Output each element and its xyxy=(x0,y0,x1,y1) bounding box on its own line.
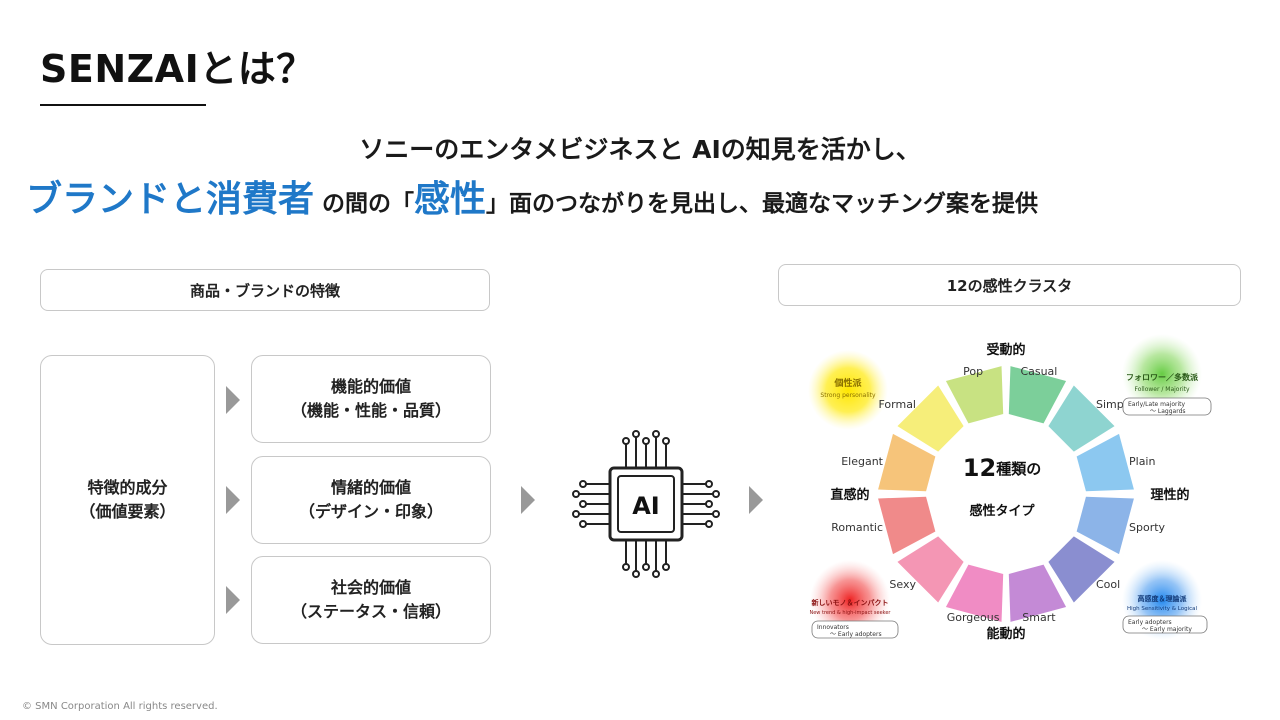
cluster-segment-sexy xyxy=(897,536,964,603)
center-subtitle: 感性タイプ xyxy=(969,503,1035,519)
axis-right-label: 理性的 xyxy=(1150,487,1189,503)
tagline-line2: ブランドと消費者 の間の「感性」面のつながりを見出し、最適なマッチング案を提供 xyxy=(26,170,1038,222)
quadrant-top-right-tag-line1: Early/Late majority xyxy=(1128,401,1185,408)
feature-components-box: 特徴的成分 （価値要素） xyxy=(40,355,215,645)
cluster-segment-formal xyxy=(897,385,964,452)
quadrant-bottom-left-tag-line1: Innovators xyxy=(817,624,849,631)
arrow-right-icon xyxy=(521,486,535,514)
cluster-segment-simple xyxy=(1048,385,1115,452)
feature-components-sub: （価値要素） xyxy=(79,502,176,521)
quadrant-top-right-tag-line2: 〜 Laggards xyxy=(1150,408,1186,415)
emotional-value-box: 情緒的価値 （デザイン・印象） xyxy=(251,456,491,544)
center-count-text: 種類の xyxy=(996,460,1041,478)
cluster-label-gorgeous: Gorgeous xyxy=(947,611,1000,624)
cluster-segment-gorgeous xyxy=(945,564,1004,622)
tagline-mid: の間の「 xyxy=(314,191,415,217)
axis-bottom-label: 能動的 xyxy=(986,626,1025,642)
social-value-sub: （ステータス・信頼） xyxy=(290,602,451,621)
cluster-label-cool: Cool xyxy=(1096,578,1120,591)
quadrant-glow-bottom-left xyxy=(810,560,890,640)
quadrant-top-right-title: フォロワー／多数派 xyxy=(1126,372,1199,382)
quadrant-bottom-right-tag xyxy=(1122,615,1208,634)
functional-value-sub: （機能・性能・品質） xyxy=(290,401,451,420)
cluster-segment-cool xyxy=(1048,536,1115,603)
cluster-segment-sporty xyxy=(1076,496,1134,555)
quadrant-bottom-left-tag xyxy=(811,620,899,639)
quadrant-bottom-right-subtitle: High Sensitivity & Logical xyxy=(1127,606,1198,612)
tagline-line1: ソニーのエンタメビジネスと AIの知見を活かし、 xyxy=(359,135,921,164)
cluster-label-pop: Pop xyxy=(963,365,983,378)
cluster-segment-romantic xyxy=(878,496,936,555)
quadrant-glow-top-left xyxy=(808,350,888,430)
axis-left-label: 直感的 xyxy=(830,487,869,503)
quadrant-top-right-subtitle: Follower / Majority xyxy=(1134,386,1189,393)
feature-components-title: 特徴的成分 xyxy=(87,478,168,497)
tagline-end: 」面のつながりを見出し、最適なマッチング案を提供 xyxy=(486,191,1039,217)
cluster-label-smart: Smart xyxy=(1022,611,1056,624)
cluster-label-romantic: Romantic xyxy=(831,521,883,534)
cluster-label-plain: Plain xyxy=(1129,455,1155,468)
slide-title: SENZAIとは？ xyxy=(40,47,315,91)
functional-value-title: 機能的価値 xyxy=(330,377,411,396)
cluster-label-sporty: Sporty xyxy=(1129,521,1166,534)
quadrant-top-left-title: 個性派 xyxy=(833,377,862,389)
copyright-footer: © SMN Corporation All rights reserved. xyxy=(22,701,218,712)
ai-chip-icon: AI xyxy=(572,430,720,578)
cluster-label-sexy: Sexy xyxy=(889,578,916,591)
tagline-kansei: 感性 xyxy=(414,179,487,220)
cluster-segment-plain xyxy=(1076,433,1134,492)
social-value-title: 社会的価値 xyxy=(330,578,411,597)
quadrant-bottom-right-tag-line1: Early adopters xyxy=(1128,619,1172,626)
cluster-label-casual: Casual xyxy=(1020,365,1057,378)
cluster-segment-pop xyxy=(945,366,1004,424)
quadrant-glow-top-right xyxy=(1122,334,1202,414)
center-count: 12種類の xyxy=(963,454,1041,482)
quadrant-bottom-right-title: 高感度＆理論派 xyxy=(1138,594,1188,603)
center-count-number: 12 xyxy=(963,454,996,482)
ai-chip-label: AI xyxy=(632,492,660,520)
quadrant-bottom-left-title: 新しいモノ＆インパクト xyxy=(812,598,889,607)
cluster-segment-smart xyxy=(1008,564,1067,622)
social-value-box: 社会的価値 （ステータス・信頼） xyxy=(251,556,491,644)
arrow-right-icon xyxy=(749,486,763,514)
kansei-cluster-wheel: 12種類の 感性タイプ 受動的 能動的 直感的 理性的 CasualSimple… xyxy=(808,334,1212,642)
title-underline xyxy=(40,104,206,106)
cluster-segments xyxy=(878,366,1134,622)
cluster-label-formal: Formal xyxy=(878,398,916,411)
axis-top-label: 受動的 xyxy=(986,342,1025,358)
arrow-right-icon xyxy=(226,386,240,414)
emotional-value-sub: （デザイン・印象） xyxy=(298,502,443,521)
quadrant-bottom-left-tag-line2: 〜 Early adopters xyxy=(830,631,882,638)
quadrant-top-left-subtitle: Strong personality xyxy=(820,392,876,399)
arrow-right-icon xyxy=(226,586,240,614)
cluster-segment-elegant xyxy=(878,433,936,492)
product-brand-header: 商品・ブランドの特徴 xyxy=(40,269,490,311)
arrow-right-icon xyxy=(226,486,240,514)
cluster-label-elegant: Elegant xyxy=(841,455,883,468)
emotional-value-title: 情緒的価値 xyxy=(330,478,411,497)
cluster-segment-casual xyxy=(1008,366,1067,424)
cluster-header: 12の感性クラスタ xyxy=(778,264,1241,306)
quadrant-bottom-right-tag-line2: 〜 Early majority xyxy=(1142,626,1192,633)
quadrant-top-right-tag xyxy=(1122,397,1212,416)
tagline-brand-consumer: ブランドと消費者 xyxy=(26,179,315,220)
quadrant-bottom-left-subtitle: New trend & high-impact seeker xyxy=(809,610,891,616)
functional-value-box: 機能的価値 （機能・性能・品質） xyxy=(251,355,491,443)
